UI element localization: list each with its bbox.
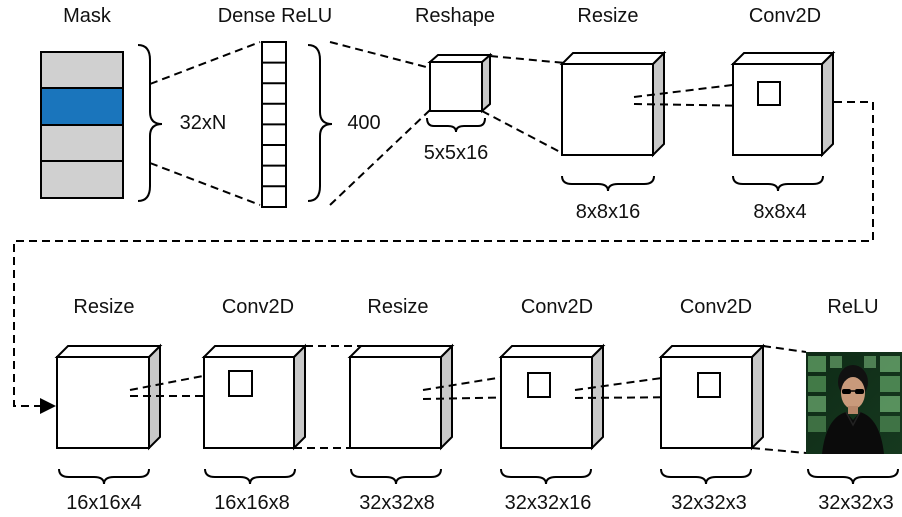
bottom-2-title: Conv2D (222, 296, 294, 318)
bottom-2-brace (204, 468, 296, 485)
connector-line (751, 447, 807, 454)
bottom-5-title: Conv2D (680, 296, 752, 318)
resize-top-cube (559, 50, 667, 158)
connector-line (574, 372, 699, 391)
bottom-1-brace (58, 468, 150, 485)
arrow-head-icon (40, 398, 56, 414)
connector-line (489, 55, 566, 64)
connector-line (422, 372, 529, 391)
conv-top-size-label: 8x8x4 (753, 201, 806, 223)
resize-top-brace (561, 175, 655, 192)
mask-brace (137, 44, 163, 202)
kernel-square (527, 372, 551, 398)
bottom-6-size-label: 32x32x3 (818, 492, 894, 514)
connector-line (149, 162, 261, 206)
conv-top-title: Conv2D (749, 5, 821, 27)
bottom-4-title: Conv2D (521, 296, 593, 318)
connector-line (329, 109, 431, 206)
resize-top-title: Resize (577, 5, 638, 27)
mask-block (40, 51, 124, 199)
bottom-6-brace (807, 468, 899, 485)
mask-cell (40, 124, 124, 162)
kernel-square (757, 81, 781, 106)
bottom-5-cube (658, 343, 766, 451)
connector-line (574, 396, 699, 399)
connector-line (633, 81, 758, 98)
bottom-2-size-label: 16x16x8 (214, 492, 290, 514)
output-image-icon (806, 352, 902, 454)
reshape-brace (426, 117, 486, 133)
kernel-square (228, 370, 253, 397)
mask-title: Mask (63, 5, 112, 27)
dense-size-label: 400 (347, 112, 380, 134)
bottom-1-title: Resize (73, 296, 134, 318)
bottom-1-cube (54, 343, 163, 451)
kernel-square (697, 372, 721, 398)
bottom-4-brace (500, 468, 592, 485)
connector-line (762, 345, 807, 353)
reshape-title: Reshape (415, 5, 495, 27)
bottom-2-cube (201, 343, 308, 451)
mask-cell (40, 160, 124, 199)
bottom-3-title: Resize (367, 296, 428, 318)
dense-layer-block (261, 41, 287, 208)
bottom-3-cube (347, 343, 455, 451)
reshape-cube (427, 52, 493, 114)
mask-cell-highlight (40, 87, 124, 126)
mask-size-label: 32xN (180, 112, 227, 134)
bottom-6-title: ReLU (827, 296, 878, 318)
bottom-4-size-label: 32x32x16 (505, 492, 592, 514)
bottom-3-size-label: 32x32x8 (359, 492, 435, 514)
reshape-size-label: 5x5x16 (424, 142, 489, 164)
connector-line (633, 103, 758, 107)
connector-line (149, 41, 261, 85)
row-connector-line (13, 101, 874, 407)
connector-line (422, 396, 529, 400)
bottom-4-cube (498, 343, 606, 451)
connector-line (329, 41, 431, 69)
dense-title: Dense ReLU (218, 5, 333, 27)
connector-line (481, 110, 563, 154)
conv-top-cube (730, 50, 836, 158)
bottom-3-brace (350, 468, 442, 485)
bottom-1-size-label: 16x16x4 (66, 492, 142, 514)
conv-top-brace (732, 175, 824, 192)
bottom-5-brace (660, 468, 752, 485)
dense-brace (307, 44, 333, 202)
bottom-5-size-label: 32x32x3 (671, 492, 747, 514)
resize-top-size-label: 8x8x16 (576, 201, 641, 223)
mask-cell (40, 51, 124, 89)
